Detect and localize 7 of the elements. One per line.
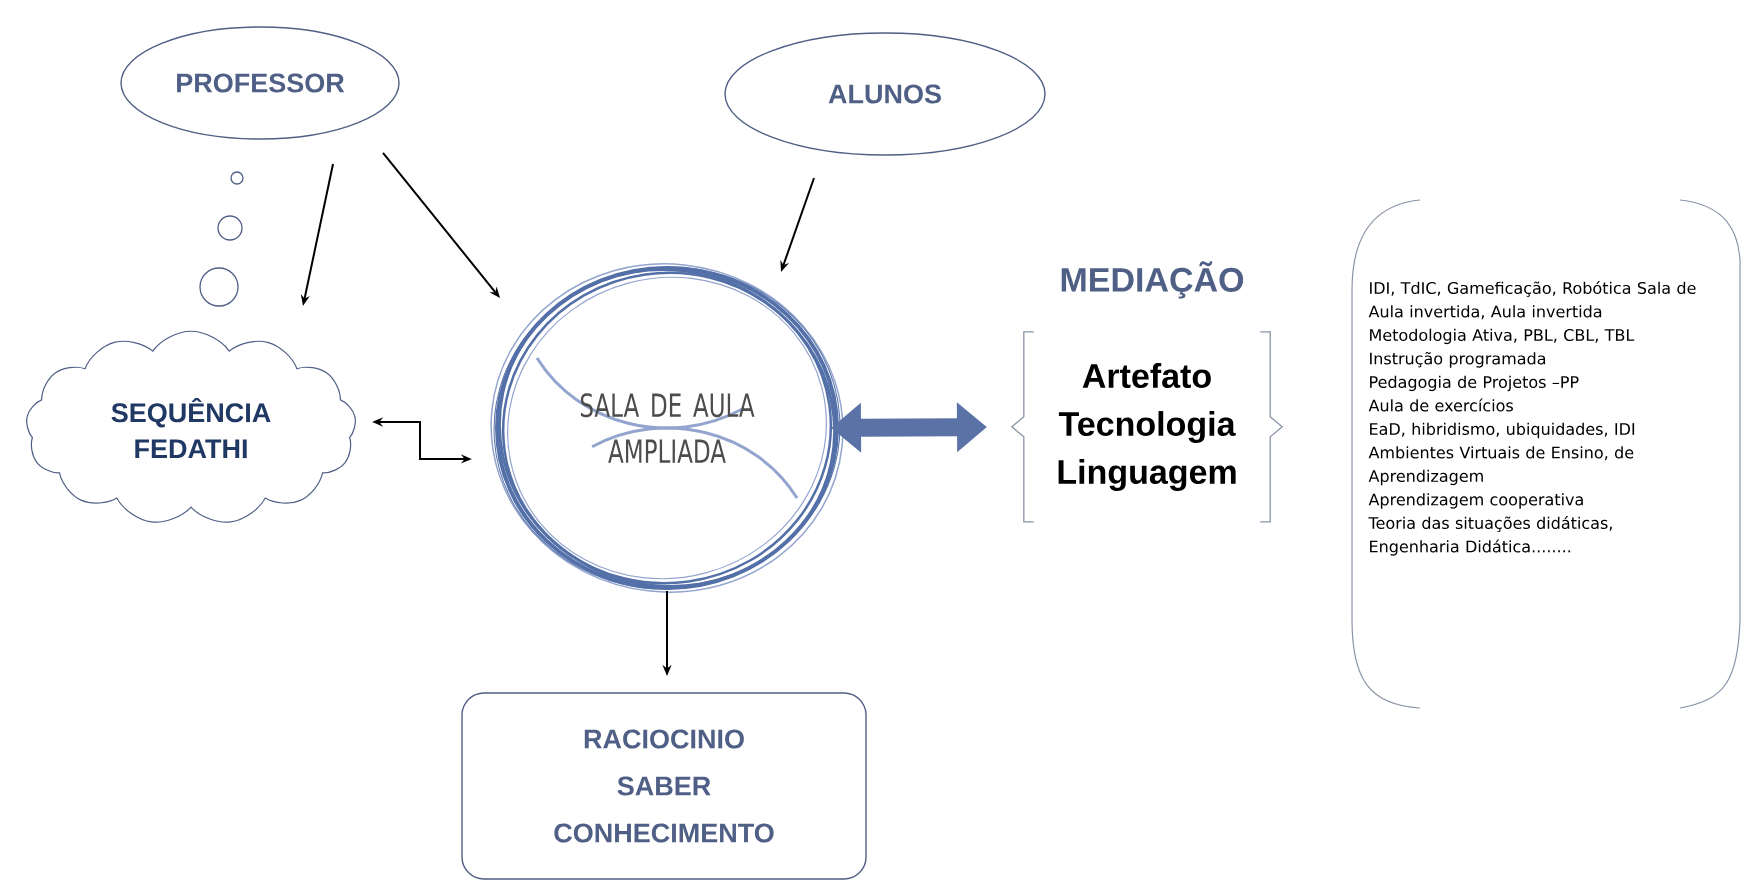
ellipse-node: PROFESSOR xyxy=(120,26,400,140)
ellipse-node: ALUNOS xyxy=(724,32,1046,156)
bracket-node: Artefato Tecnologia Linguagem xyxy=(1010,331,1284,523)
text-panel: IDI, TdIC, Gameficação, Robótica Sala de Aula invertida, Aula invertida Metodologia Ativa, PBL, CBL, TBL Instrução programada Pedagogia de Projetos –PP Aula de exercícios EaD, hibridismo, ubiquidades, IDI Ambientes Virtuais de Ensino, de Aprendizagem Aprendizagem cooperativa Teoria das situações didáticas, Engenharia Didática........ xyxy=(1351,199,1741,709)
rounded-box: RACIOCINIO SABER CONHECIMENTO xyxy=(461,692,867,880)
cloud-node: SEQUÊNCIA FEDATHI xyxy=(26,330,356,523)
heading: MEDIAÇÃO xyxy=(1061,261,1244,299)
